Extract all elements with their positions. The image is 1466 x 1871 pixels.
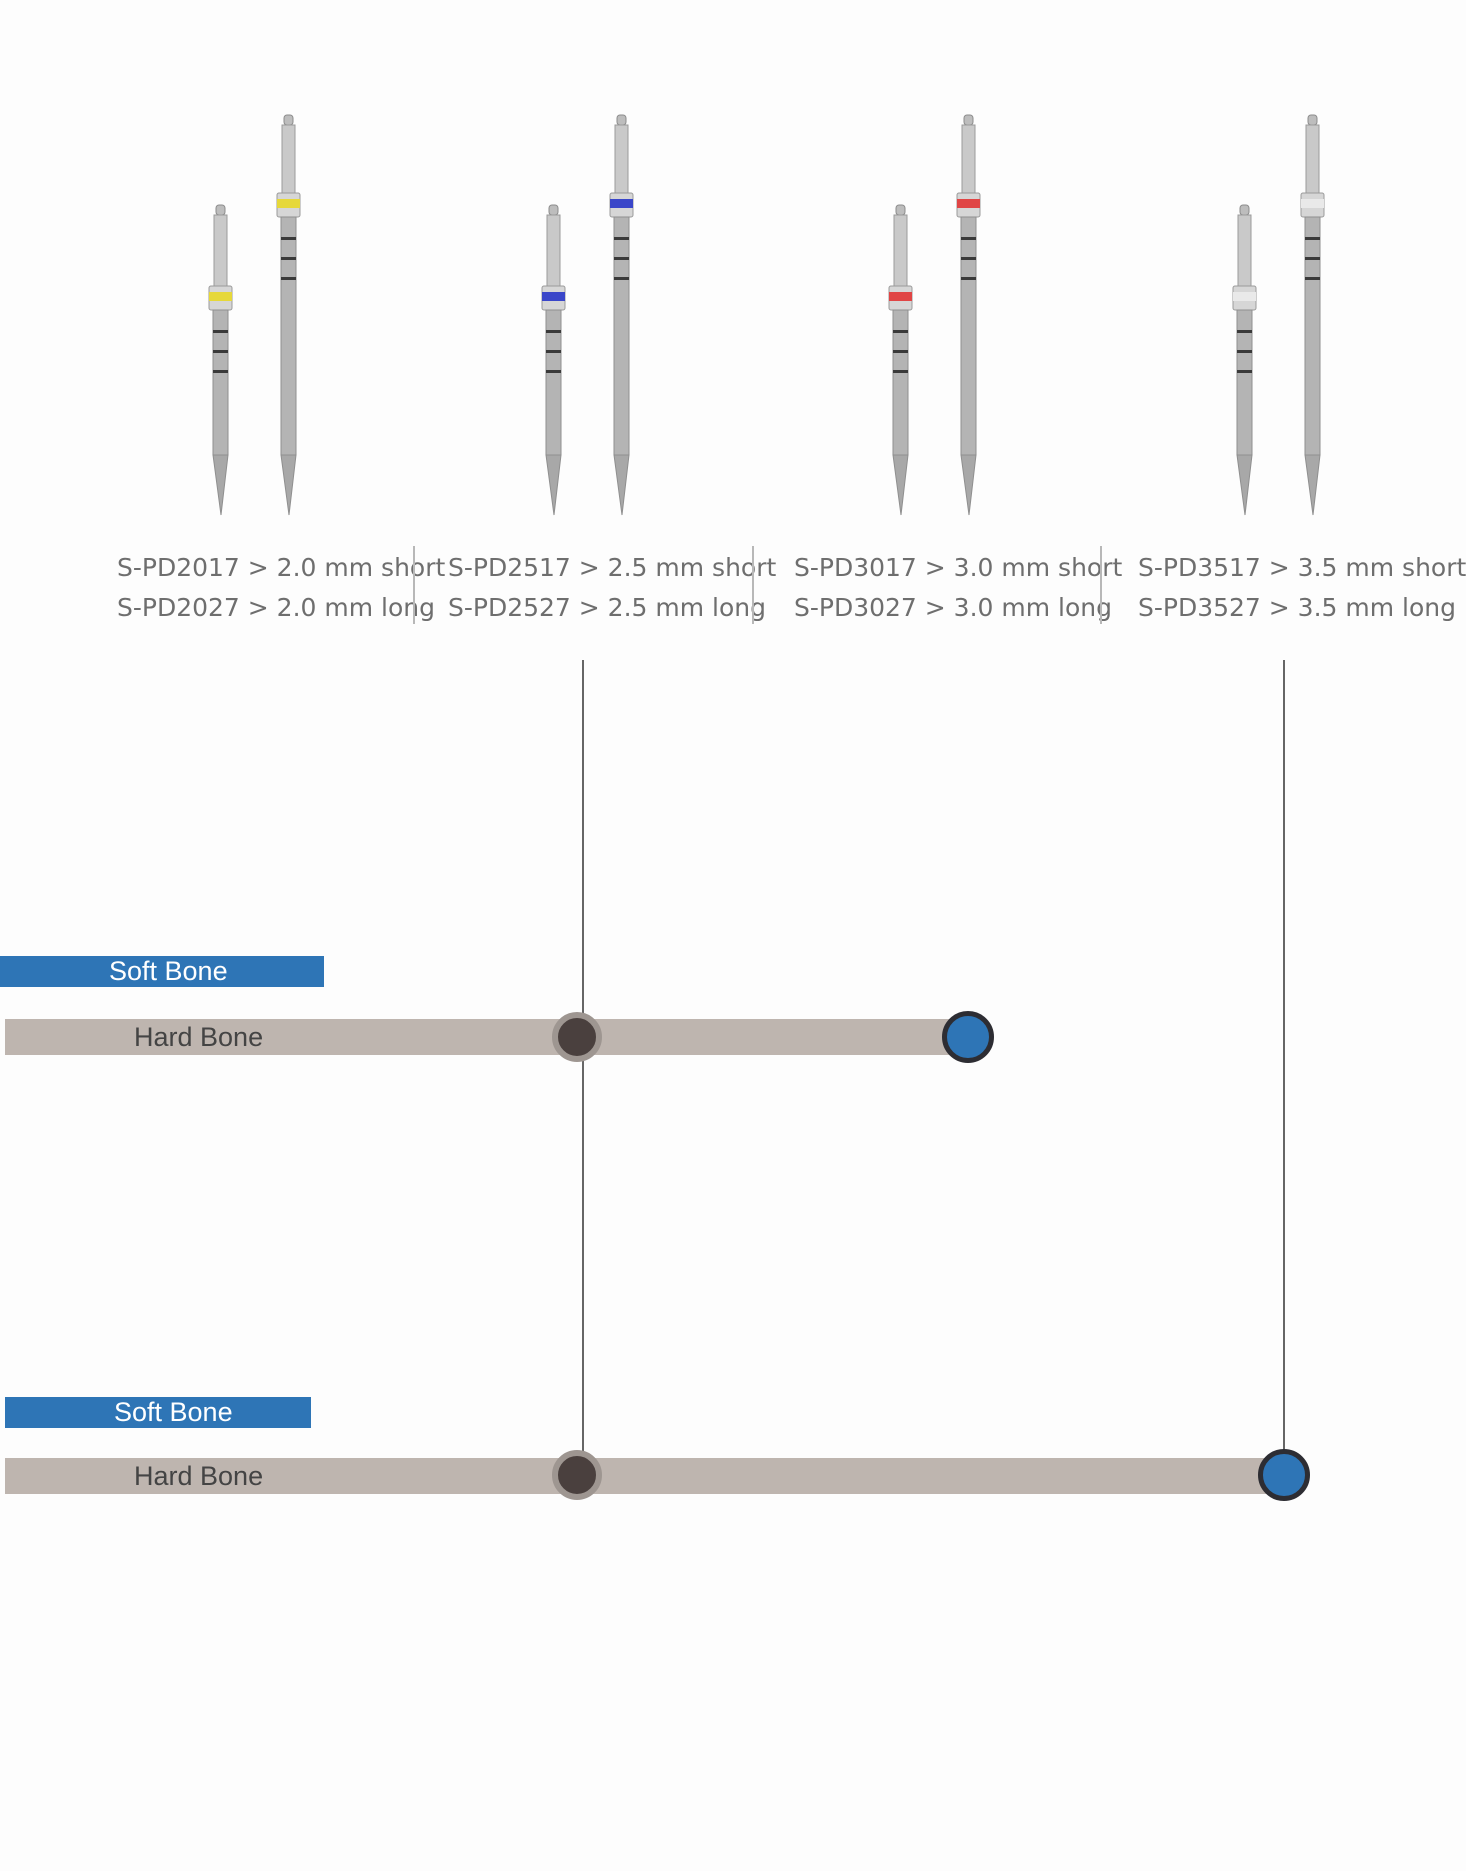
drill-long-label: S-PD3027 > 3.0 mm long [794, 593, 1112, 622]
drill-long-label: S-PD2027 > 2.0 mm long [117, 593, 435, 622]
drill-pair-icon [541, 114, 634, 516]
caption-2-5: S-PD2517 > 2.5 mm short S-PD2527 > 2.5 m… [448, 548, 776, 628]
drill-shape [609, 114, 634, 516]
caption-3-0: S-PD3017 > 3.0 mm short S-PD3027 > 3.0 m… [794, 548, 1122, 628]
drill-shape [1300, 114, 1325, 516]
start-step-marker [552, 1012, 602, 1062]
soft-bone-bar: Soft Bone [0, 956, 324, 987]
soft-bone-bar: Soft Bone [5, 1397, 311, 1428]
guide-line-3-5 [1283, 660, 1285, 1475]
drill-short-label: S-PD2017 > 2.0 mm short [117, 553, 446, 582]
drill-short-label: S-PD2517 > 2.5 mm short [448, 553, 777, 582]
caption-divider [413, 546, 415, 624]
soft-bone-label: Soft Bone [109, 956, 228, 986]
drill-shape [956, 114, 981, 516]
drill-pair-icon [208, 114, 301, 516]
drill-long-label: S-PD2527 > 2.5 mm long [448, 593, 766, 622]
drill-short-label: S-PD3017 > 3.0 mm short [794, 553, 1123, 582]
caption-3-5: S-PD3517 > 3.5 mm short S-PD3527 > 3.5 m… [1138, 548, 1466, 628]
drill-pair-3-0 [870, 100, 1070, 540]
end-step-marker [1258, 1449, 1310, 1501]
drill-shape [1232, 204, 1257, 516]
hard-bone-bar: Hard Bone [5, 1019, 965, 1055]
drill-long-label: S-PD3527 > 3.5 mm long [1138, 593, 1456, 622]
start-step-marker [552, 1450, 602, 1500]
drill-pair-2-5 [523, 100, 723, 540]
drill-pair-2-0 [190, 100, 390, 540]
drill-shape [208, 204, 233, 516]
drill-pair-icon [1232, 114, 1325, 516]
end-step-marker [942, 1011, 994, 1063]
caption-divider [1100, 546, 1102, 624]
drill-shape [541, 204, 566, 516]
drill-pair-icon [888, 114, 981, 516]
soft-bone-label: Soft Bone [114, 1397, 233, 1427]
drill-shape [888, 204, 913, 516]
drill-shape [276, 114, 301, 516]
hard-bone-label: Hard Bone [134, 1022, 264, 1052]
hard-bone-bar: Hard Bone [5, 1458, 1280, 1494]
caption-2-0: S-PD2017 > 2.0 mm short S-PD2027 > 2.0 m… [117, 548, 445, 628]
caption-divider [752, 546, 754, 624]
drill-pair-3-5 [1214, 100, 1414, 540]
drill-short-label: S-PD3517 > 3.5 mm short [1138, 553, 1466, 582]
hard-bone-label: Hard Bone [134, 1461, 264, 1491]
guide-line-2-5 [582, 660, 584, 1475]
